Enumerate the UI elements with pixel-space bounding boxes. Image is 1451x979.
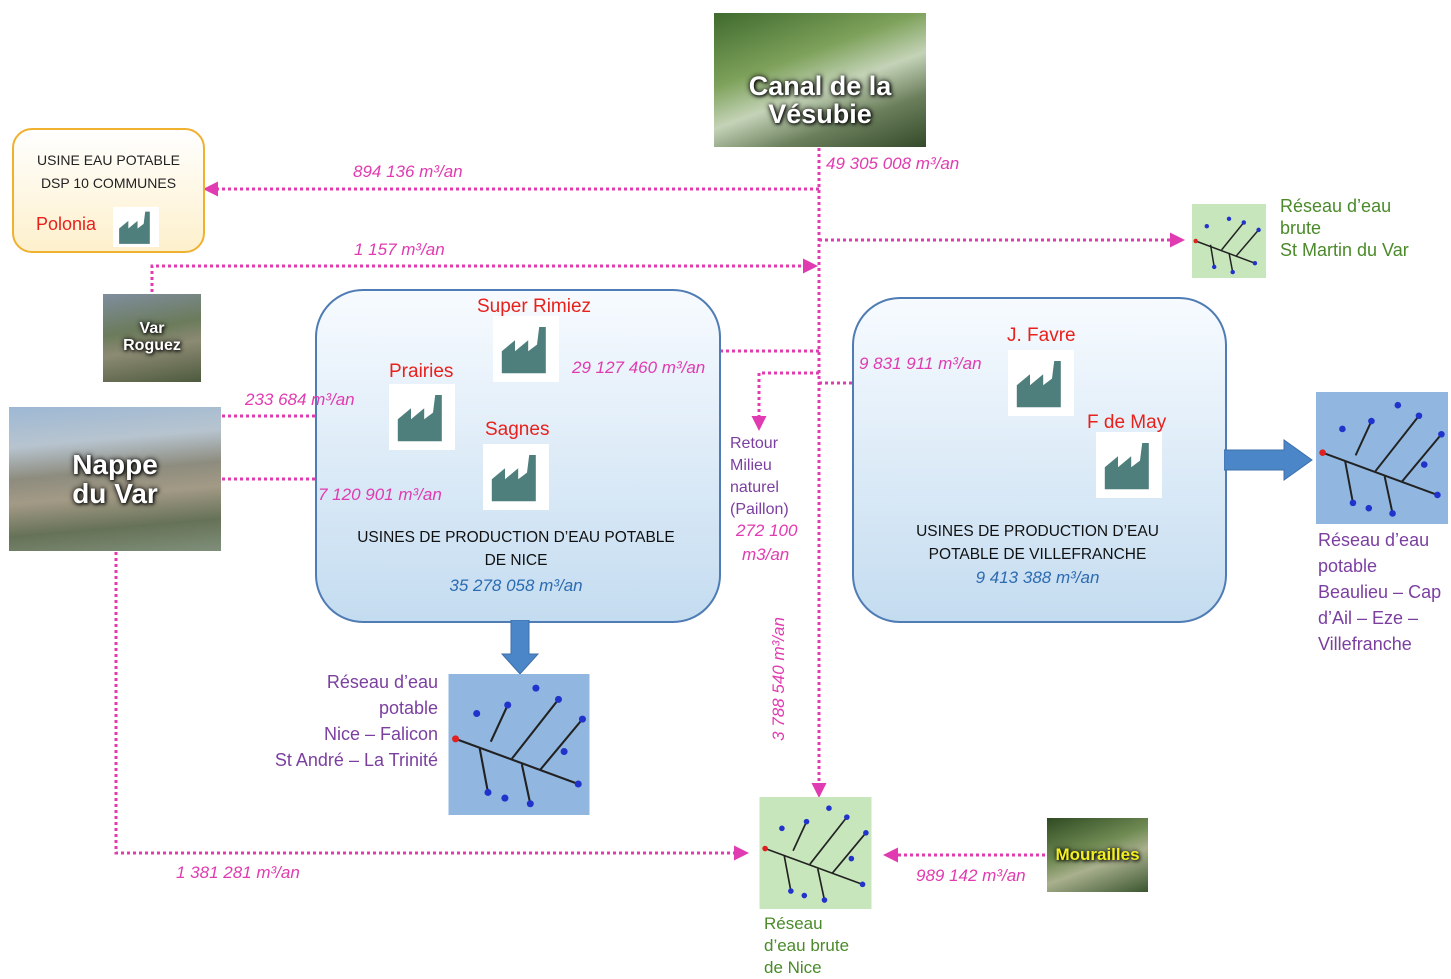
retour-label: Retour Milieu naturel (Paillon) xyxy=(730,433,806,521)
retour-line: (Paillon) xyxy=(730,501,789,518)
factory-icon xyxy=(389,384,455,450)
canal-vesubie-photo: Canal de la Vésubie xyxy=(714,13,926,147)
retour-value-line2: m3/an xyxy=(742,545,790,564)
flow-to-sagnes: 7 120 901 m³/an xyxy=(318,485,442,504)
factory-icon xyxy=(483,444,549,510)
network-st-martin-label: Réseau d’eau brute St Martin du Var xyxy=(1280,195,1409,261)
retour-value-line1: 272 100 xyxy=(736,521,798,540)
nice-plants-name-line1: USINES DE PRODUCTION D’EAU POTABLE xyxy=(357,529,675,546)
canal-vesubie-label: Canal de la Vésubie xyxy=(748,70,892,129)
sagnes-label: Sagnes xyxy=(485,419,550,440)
network-brute-nice-label: Réseau d’eau brute de Nice xyxy=(764,913,849,979)
flow-to-favre: 9 831 911 m³/an xyxy=(859,354,982,373)
flow-to-prairies: 233 684 m³/an xyxy=(245,390,355,409)
network-label-line: St André – La Trinité xyxy=(274,750,438,770)
retour-line: Retour xyxy=(730,435,779,452)
network-label-line: Nice – Falicon xyxy=(323,724,438,744)
water-network-icon xyxy=(1192,204,1266,278)
var-roguez-photo: Var Roguez xyxy=(103,294,201,382)
nappe-du-var-photo: Nappe du Var xyxy=(9,407,221,551)
network-label-line: Réseau d’eau xyxy=(326,672,438,692)
var-roguez-label: Var Roguez xyxy=(123,320,181,354)
factory-icon xyxy=(493,316,559,382)
factory-icon xyxy=(113,207,159,247)
factory-icon xyxy=(1096,432,1162,498)
water-network-icon xyxy=(759,797,872,909)
flow-to-super-rimiez: 29 127 460 m³/an xyxy=(572,358,706,377)
villefranche-plants-volume: 9 413 388 m³/an xyxy=(975,568,1100,587)
factory-icon xyxy=(1008,350,1074,416)
usine-dsp-box: USINE EAU POTABLE DSP 10 COMMUNES Poloni… xyxy=(12,128,205,253)
arrow-icon xyxy=(1224,439,1313,481)
network-label-line: potable xyxy=(378,698,438,718)
nice-plants-volume: 35 278 058 m³/an xyxy=(449,576,583,595)
villefranche-plants-name-line1: USINES DE PRODUCTION D’EAU xyxy=(916,523,1159,540)
usine-dsp-line1: USINE EAU POTABLE xyxy=(37,152,180,168)
network-label-line: Réseau d’eau xyxy=(1280,196,1392,216)
polonia-label: Polonia xyxy=(36,214,97,234)
flow-mourailles: 989 142 m³/an xyxy=(916,866,1026,885)
retour-line: naturel xyxy=(730,479,779,496)
j-favre-label: J. Favre xyxy=(1007,325,1076,346)
usine-dsp-line2: DSP 10 COMMUNES xyxy=(40,175,177,191)
network-label-line: brute xyxy=(1280,218,1322,238)
flow-nappe-to-brute: 1 381 281 m³/an xyxy=(176,863,300,882)
network-label-line: Réseau xyxy=(764,914,823,933)
mourailles-label: Mourailles xyxy=(1055,845,1140,865)
flow-to-brute-nice: 3 788 540 m³/an xyxy=(768,617,788,741)
network-label-line: potable xyxy=(1318,556,1378,576)
network-beaulieu-label: Réseau d’eau potable Beaulieu – Cap d’Ai… xyxy=(1318,527,1441,657)
mourailles-photo: Mourailles xyxy=(1047,818,1148,892)
super-rimiez-label: Super Rimiez xyxy=(477,296,592,317)
villefranche-plants-name-line2: POTABLE DE VILLEFRANCHE xyxy=(928,546,1147,563)
network-label-line: de Nice xyxy=(764,958,822,977)
flow-var-roguez: 1 157 m³/an xyxy=(354,240,445,259)
network-nice-potable-label: Réseau d’eau potable Nice – Falicon St A… xyxy=(236,669,438,773)
network-label-line: Réseau d’eau xyxy=(1318,530,1430,550)
nice-plants-name-line2: DE NICE xyxy=(484,552,548,569)
flow-to-polonia: 894 136 m³/an xyxy=(353,162,463,181)
nappe-du-var-label: Nappe du Var xyxy=(72,448,158,509)
flow-canal-total: 49 305 008 m³/an xyxy=(826,154,960,173)
network-label-line: St Martin du Var xyxy=(1280,240,1409,260)
network-label-line: d’eau brute xyxy=(764,936,850,955)
network-label-line: d’Ail – Eze – xyxy=(1318,608,1419,628)
arrow-icon xyxy=(500,620,540,675)
prairies-label: Prairies xyxy=(389,361,454,382)
f-de-may-label: F de May xyxy=(1087,412,1167,433)
water-network-icon xyxy=(448,674,590,815)
water-network-icon xyxy=(1316,392,1448,524)
retour-line: Milieu xyxy=(730,457,772,474)
network-label-line: Villefranche xyxy=(1318,634,1412,654)
network-label-line: Beaulieu – Cap xyxy=(1318,582,1442,602)
